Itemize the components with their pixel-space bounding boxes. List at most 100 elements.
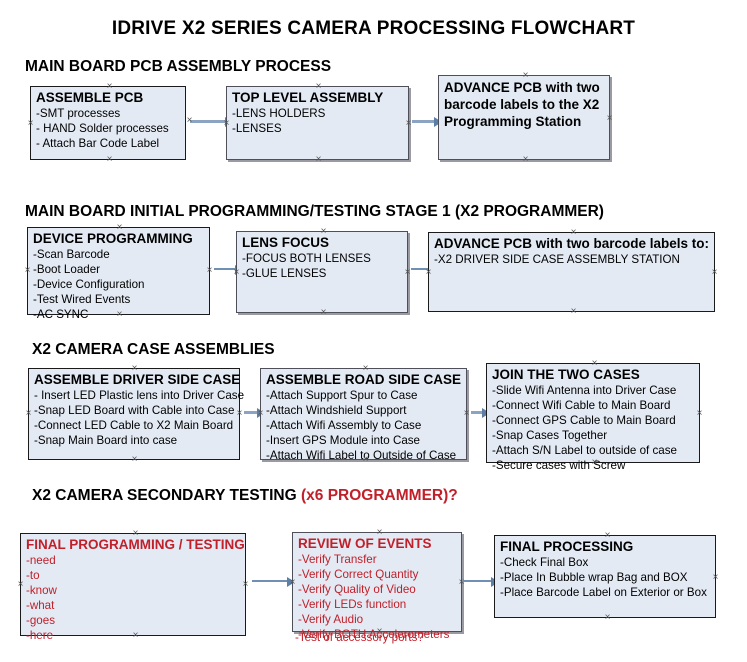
node-line: -Place Barcode Label on Exterior or Box [500, 586, 707, 599]
node-line: -know [26, 584, 57, 597]
node-final-processing[interactable]: FINAL PROCESSING -Check Final Box -Place… [494, 535, 716, 618]
node-line: -Connect Wifi Cable to Main Board [492, 399, 671, 412]
node-line: -AC SYNC [33, 308, 89, 321]
node-line: -Verify Transfer [298, 553, 377, 566]
node-header: JOIN THE TWO CASES [492, 367, 640, 382]
node-assemble-road-side-case[interactable]: ASSEMBLE ROAD SIDE CASE -Attach Support … [260, 368, 467, 462]
node-line: -Boot Loader [33, 263, 101, 276]
node-line: -Connect LED Cable to X2 Main Board [34, 419, 234, 432]
resize-handle-right[interactable] [462, 409, 471, 418]
resize-handle-right[interactable] [241, 580, 250, 589]
resize-handle-right[interactable] [205, 266, 214, 275]
resize-handle-left[interactable] [16, 580, 25, 589]
resize-handle-bottom[interactable] [603, 613, 612, 622]
node-line: -Verify LEDs function [298, 598, 407, 611]
section-heading-main-board-initial-programming: MAIN BOARD INITIAL PROGRAMMING/TESTING S… [25, 203, 604, 220]
resize-handle-right[interactable] [695, 409, 704, 418]
node-line: -Attach Windshield Support [266, 404, 407, 417]
node-line: -Snap Main Board into case [34, 434, 178, 447]
node-line: -LENS HOLDERS [232, 107, 326, 120]
node-assemble-pcb[interactable]: ASSEMBLE PCB -SMT processes - HAND Solde… [30, 86, 186, 160]
conn-final-prog-to-review [252, 576, 295, 587]
resize-handle-left[interactable] [24, 409, 33, 418]
node-header: ASSEMBLE ROAD SIDE CASE [266, 372, 462, 387]
resize-handle-bottom[interactable] [314, 155, 323, 164]
node-header: ASSEMBLE PCB [36, 90, 144, 105]
node-header: DEVICE PROGRAMMING [33, 231, 193, 246]
node-line: -here [26, 629, 54, 642]
node-line: -SMT processes [36, 107, 121, 120]
node-line: -Scan Barcode [33, 248, 110, 261]
page-title: IDRIVE X2 SERIES CAMERA PROCESSING FLOWC… [111, 18, 636, 39]
node-line: -goes [26, 614, 56, 627]
node-line: -X2 DRIVER SIDE CASE ASSEMBLY STATION [434, 253, 680, 266]
node-header: LENS FOCUS [242, 235, 330, 250]
resize-handle-right[interactable] [605, 114, 614, 123]
conn-device-programming-to-lens-focus [214, 264, 243, 275]
node-line: -to [26, 569, 40, 582]
node-line: -Verify BOTH Accelerometers [298, 628, 450, 641]
conn-review-to-final-processing [462, 576, 499, 587]
node-final-programming-testing[interactable]: FINAL PROGRAMMING / TESTING -need -to -k… [20, 533, 246, 642]
section-heading-text: X2 CAMERA SECONDARY TESTING [32, 487, 301, 504]
arrowhead-icon [287, 576, 295, 587]
node-header: ASSEMBLE DRIVER SIDE CASE [34, 372, 241, 387]
resize-handle-right[interactable] [235, 409, 244, 418]
node-line: -Place In Bubble wrap Bag and BOX [500, 571, 688, 584]
node-advance-pcb-x2-programming-station[interactable]: ADVANCE PCB with two barcode labels to t… [438, 75, 610, 160]
node-line: -Connect GPS Cable to Main Board [492, 414, 676, 427]
node-line: -GLUE LENSES [242, 267, 327, 280]
node-line: -Attach Wifi Assembly to Case [266, 419, 422, 432]
node-line: -FOCUS BOTH LENSES [242, 252, 371, 265]
node-line: -Snap Cases Together [492, 429, 608, 442]
node-top-level-assembly[interactable]: TOP LEVEL ASSEMBLY -LENS HOLDERS -LENSES [226, 86, 409, 160]
node-line: - HAND Solder processes [36, 122, 169, 135]
resize-handle-right[interactable] [711, 573, 720, 582]
resize-handle-bottom[interactable] [130, 455, 139, 464]
node-line: - Insert LED Plastic lens into Driver Ca… [34, 389, 245, 402]
conn-top-level-to-advance-pcb [412, 116, 442, 127]
node-line: -Verify Quality of Video [298, 583, 416, 596]
resize-handle-bottom[interactable] [105, 155, 114, 164]
node-assemble-driver-side-case[interactable]: ASSEMBLE DRIVER SIDE CASE - Insert LED P… [28, 368, 245, 460]
conn-lens-focus-to-advance-pcb [411, 264, 436, 275]
node-header: FINAL PROGRAMMING / TESTING [26, 537, 245, 552]
node-header: ADVANCE PCB with two barcode labels to: [434, 236, 710, 251]
node-line: -Secure cases with Screw [492, 459, 626, 472]
node-device-programming[interactable]: DEVICE PROGRAMMING -Scan Barcode -Boot L… [27, 227, 210, 321]
node-line: -Verify Audio [298, 613, 364, 626]
node-join-the-two-cases[interactable]: JOIN THE TWO CASES -Slide Wifi Antenna i… [486, 363, 700, 472]
resize-handle-left[interactable] [23, 266, 32, 275]
node-line: - Attach Bar Code Label [36, 137, 160, 150]
node-lens-focus[interactable]: LENS FOCUS -FOCUS BOTH LENSES -GLUE LENS… [236, 231, 408, 313]
conn-driver-case-to-road-case [244, 407, 265, 418]
section-heading-accent: (x6 PROGRAMMER)? [301, 487, 458, 504]
resize-handle-bottom[interactable] [569, 307, 578, 316]
resize-handle-bottom[interactable] [319, 308, 328, 317]
resize-handle-left[interactable] [26, 119, 35, 128]
section-heading-main-board-pcb-assembly: MAIN BOARD PCB ASSEMBLY PROCESS [25, 58, 332, 75]
node-overflow-line-review-of-events: -Test of accessory ports? [295, 631, 424, 644]
node-line: -Slide Wifi Antenna into Driver Case [492, 384, 677, 397]
node-line: -what [26, 599, 55, 612]
node-header: FINAL PROCESSING [500, 539, 634, 554]
section-heading-x2-camera-case-assemblies: X2 CAMERA CASE ASSEMBLIES [32, 341, 275, 358]
node-line: -Verify Correct Quantity [298, 568, 419, 581]
node-line: -Snap LED Board with Cable into Case [34, 404, 235, 417]
node-line: -Attach S/N Label to outside of case [492, 444, 677, 457]
node-line: -Insert GPS Module into Case [266, 434, 421, 447]
resize-handle-bottom[interactable] [521, 155, 530, 164]
node-line: -Attach Wifi Label to Outside of Case [266, 449, 457, 462]
node-line: -Test Wired Events [33, 293, 131, 306]
node-line: -LENSES [232, 122, 282, 135]
resize-handle-right[interactable] [710, 268, 719, 277]
node-header: REVIEW OF EVENTS [298, 536, 432, 551]
node-line: -need [26, 554, 56, 567]
node-header: TOP LEVEL ASSEMBLY [232, 90, 384, 105]
node-line: -Device Configuration [33, 278, 145, 291]
node-review-of-events[interactable]: REVIEW OF EVENTS -Verify Transfer -Verif… [292, 532, 462, 641]
node-advance-pcb-driver-side-case[interactable]: ADVANCE PCB with two barcode labels to: … [428, 232, 715, 312]
node-header: ADVANCE PCB with two barcode labels to t… [444, 80, 600, 129]
section-heading-x2-camera-secondary-testing: X2 CAMERA SECONDARY TESTING (x6 PROGRAMM… [32, 487, 458, 505]
